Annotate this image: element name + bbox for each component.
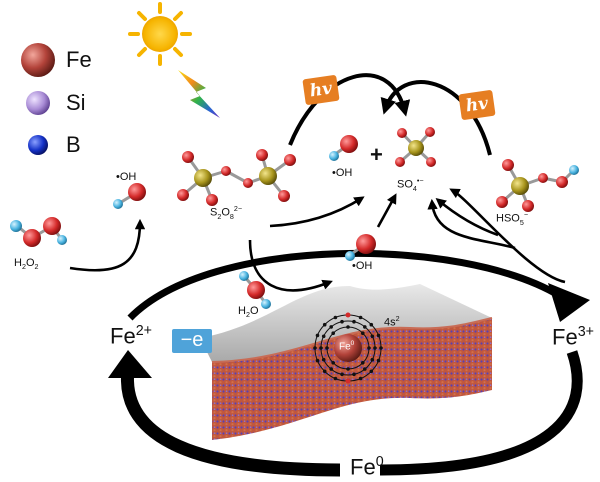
electron-dot [331,331,336,336]
legend-si-atom [26,91,50,115]
electron-dot [313,346,317,350]
electron-dot [363,325,367,329]
peroxymonosulfate-molecule [496,159,579,212]
electron-dot [331,361,336,365]
electron-dot [346,367,350,371]
electron-dot [367,346,371,350]
oh-radical-left-molecule [113,183,146,209]
electron-dot [369,369,374,374]
electron-dot [379,346,383,350]
electron-dot [370,357,375,362]
water-molecule [239,271,271,309]
activation-arrows [288,73,492,156]
electron-dot [329,325,334,329]
arrowhead-fe2 [108,350,152,378]
electron-dot [361,361,365,365]
hv-badge-left: hv [302,74,340,106]
legend-label-b: B [66,132,81,157]
electron-dot [352,372,356,377]
fe-atom-shell-model [313,312,383,384]
electron-dot [340,372,344,377]
light-bolt-icon [178,70,220,118]
electrons [313,313,383,383]
arc-fe3-to-fe0 [379,350,583,476]
electron-dot [358,315,363,320]
label-fe0: Fe0 [350,454,384,480]
electron-dot [321,357,326,362]
legend-fe-atom [21,43,55,77]
arc-fe0-to-fe2 [120,369,341,477]
electron-dot [346,325,350,329]
label-fe3: Fe3+ [552,324,594,350]
electron-dot [322,369,327,374]
electron-dot [352,319,356,324]
iron-cycle-arcs [120,249,583,477]
nzvi-substrate [200,284,493,440]
reaction-arrows [69,188,566,292]
label-oh-top: •OH [332,167,353,179]
arc-fe2-to-fe3 [127,249,562,321]
sun-icon [128,2,192,66]
electron-dot [319,346,323,350]
label-4s-orbital: 4s2 [384,315,400,329]
electron-dot [315,333,320,338]
electron-dot [370,334,375,339]
legend-label-fe: Fe [66,47,92,72]
legend-b-atom [28,135,48,155]
arrowhead-fe3 [548,283,590,322]
label-h2o2: H2O2 [14,257,39,272]
electron-dot [315,358,320,363]
label-water: H2O [238,305,259,320]
oh-radical-mid-molecule [345,234,376,261]
label-hso5: HSO5− [496,211,528,227]
label-sulfate-radical: SO4•− [397,177,424,193]
electron-dot [333,315,338,320]
persulfate-molecule [177,149,296,206]
label-oh-mid: •OH [352,260,373,272]
electron-dot [376,333,381,338]
electron-dot [358,376,363,381]
electron-dot [373,346,377,350]
sulfate-radical-molecule [395,127,436,167]
label-persulfate: S2O82− [210,205,243,221]
electron-dot [321,334,326,339]
hv-badge-right: hv [458,89,496,121]
electron-dot [322,322,327,327]
label-oh-left: •OH [116,171,137,183]
electron-dot [329,367,334,371]
electron-loss-badge: −e [172,329,212,353]
plus-sign: + [370,142,383,167]
electron-dot [369,322,374,327]
oh-radical-top-molecule [329,135,358,161]
electron-dot [363,367,367,371]
label-fe2: Fe2+ [110,323,152,349]
h2o2-molecule [10,217,67,247]
label-fe-atom-core: Fe0 [339,340,355,353]
legend-label-si: Si [66,90,86,115]
electron-dot [325,346,329,350]
electron-dot [376,358,381,363]
electron-dot [333,376,338,381]
electron-dot [361,331,365,336]
electron-dot [340,319,344,324]
